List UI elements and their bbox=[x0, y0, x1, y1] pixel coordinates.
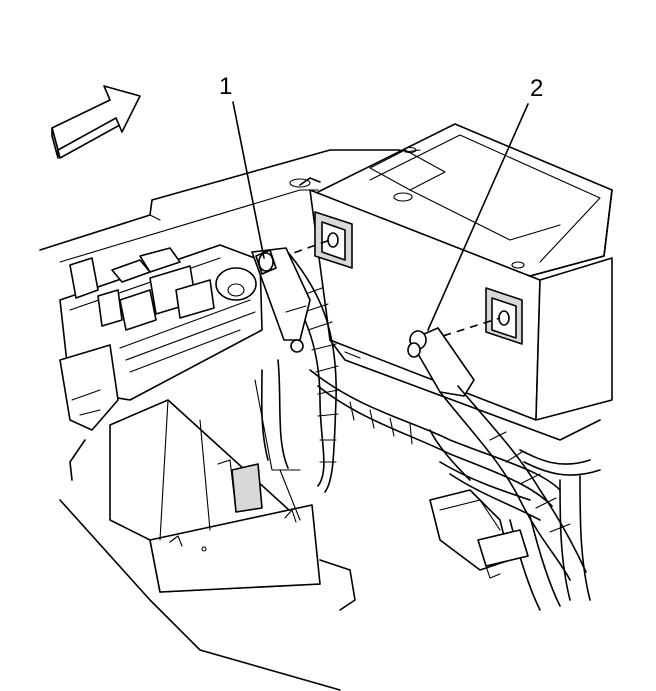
leader-line-2 bbox=[427, 103, 529, 331]
battery bbox=[309, 123, 613, 441]
cable-connector bbox=[429, 489, 529, 579]
negative-terminal-nut bbox=[215, 249, 277, 301]
positive-terminal-nut bbox=[407, 342, 421, 358]
alignment-line-1 bbox=[267, 239, 331, 263]
alignment-line-2 bbox=[429, 317, 501, 341]
callout-2: 2 bbox=[530, 75, 543, 102]
leader-line-1 bbox=[232, 101, 265, 259]
callout-1: 1 bbox=[219, 73, 232, 100]
forward-arrow-icon bbox=[51, 85, 141, 159]
fuse-relay-block bbox=[59, 244, 263, 481]
mounting-bracket bbox=[109, 379, 321, 593]
positive-battery-cable bbox=[309, 327, 601, 611]
